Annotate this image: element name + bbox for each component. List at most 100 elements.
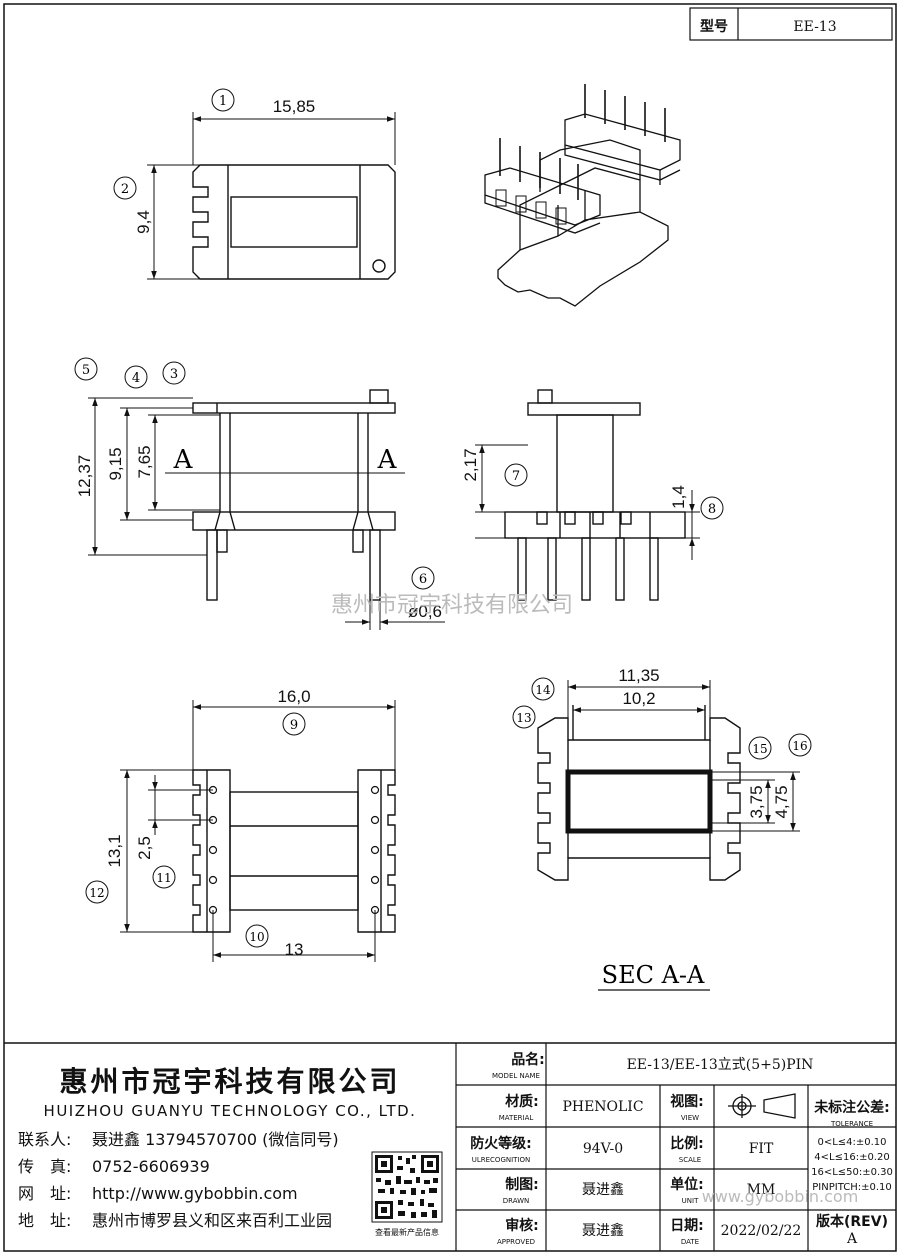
- dim-top-height: 9,4: [134, 210, 153, 234]
- tolerance-line-1: 0<L≤4:±0.10: [817, 1137, 886, 1148]
- callout-8: 8: [700, 496, 724, 520]
- svg-text:11: 11: [156, 871, 171, 885]
- titleblock-watermark: www.gybobbin.com: [702, 1187, 859, 1206]
- svg-text:8: 8: [708, 502, 716, 517]
- dim-front-base: 1,4: [669, 485, 688, 509]
- address-value: 惠州市博罗县义和区来百利工业园: [92, 1211, 332, 1230]
- svg-text:10: 10: [249, 930, 264, 944]
- scale-label: 比例:: [670, 1135, 704, 1152]
- callout-13: 13: [512, 705, 536, 729]
- contact-value: 聂进鑫 13794570700 (微信同号): [92, 1130, 339, 1149]
- revision-value: A: [846, 1231, 858, 1247]
- drawn-label: 制图:: [505, 1176, 539, 1193]
- drawn-sub: DRAWN: [503, 1197, 530, 1205]
- svg-text:15: 15: [752, 742, 767, 756]
- model-label: 型号: [700, 18, 728, 35]
- unit-label: 单位:: [670, 1176, 704, 1193]
- callout-15: 15: [748, 736, 772, 760]
- titleblock-grid: [455, 1043, 896, 1251]
- projection-symbol-icon: [728, 1093, 796, 1119]
- fax-value: 0752-6606939: [92, 1157, 210, 1176]
- callout-4: 4: [124, 365, 148, 389]
- tolerance-sub: TOLERANCE: [830, 1120, 873, 1128]
- callout-10: 10: [245, 924, 269, 948]
- callout-7: 7: [504, 463, 528, 487]
- svg-text:4: 4: [132, 371, 140, 386]
- unit-value: MM: [747, 1182, 776, 1198]
- dim-section-outer: 11,35: [618, 666, 659, 685]
- isometric-view: [484, 84, 681, 307]
- svg-text:6: 6: [419, 572, 427, 587]
- section-title: SEC A-A: [602, 961, 705, 989]
- callout-12: 12: [85, 880, 109, 904]
- product-name-value: EE-13/EE-13立式(5+5)PIN: [627, 1057, 814, 1073]
- callout-14: 14: [531, 677, 555, 701]
- section-core-window: [565, 769, 713, 834]
- bottom-view: [192, 769, 396, 933]
- dim-front-top: 2,17: [461, 448, 480, 481]
- unit-sub: UNIT: [682, 1197, 699, 1205]
- watermark: 惠州市冠宇科技有限公司: [331, 593, 573, 618]
- contact-label: 联系人:: [18, 1130, 71, 1149]
- bottom-view-dims: [120, 700, 396, 962]
- front-view-dims: [475, 444, 700, 560]
- qr-caption: 查看最新产品信息: [375, 1227, 439, 1237]
- callout-5: 5: [74, 357, 98, 381]
- dim-section-h1: 3,75: [747, 785, 766, 818]
- section-marker-left: A: [173, 445, 194, 475]
- drawing-frame: [3, 3, 897, 1252]
- web-label: 网 址:: [18, 1184, 71, 1203]
- svg-text:7: 7: [512, 469, 520, 484]
- scale-value: FIT: [749, 1141, 774, 1157]
- svg-text:16: 16: [792, 739, 807, 753]
- fax-label: 传 真:: [18, 1157, 71, 1176]
- material-sub: MATERIAL: [499, 1114, 534, 1122]
- side-view: [192, 389, 396, 601]
- tolerance-line-4: PINPITCH:±0.10: [812, 1182, 891, 1193]
- dim-pin-diameter: ø0,6: [408, 602, 442, 621]
- company-name-en: HUIZHOU GUANYU TECHNOLOGY CO., LTD.: [44, 1102, 417, 1120]
- callout-11: 11: [152, 865, 176, 889]
- svg-text:13: 13: [516, 711, 531, 725]
- callout-2: 2: [113, 176, 137, 200]
- dim-bottom-height: 13,1: [105, 834, 124, 867]
- fire-rating-label: 防火等级:: [470, 1135, 532, 1152]
- section-view-dims: [567, 680, 800, 832]
- callout-16: 16: [788, 733, 812, 757]
- dim-section-inner: 10,2: [622, 689, 655, 708]
- model-box: 型号 EE-13: [689, 7, 893, 41]
- svg-text:3: 3: [170, 367, 178, 382]
- scale-sub: SCALE: [679, 1156, 701, 1164]
- callout-9: 9: [282, 712, 306, 736]
- web-value[interactable]: http://www.gybobbin.com: [92, 1184, 298, 1203]
- product-name-label: 品名:: [511, 1051, 545, 1068]
- front-view: [504, 389, 686, 601]
- date-sub: DATE: [681, 1238, 699, 1246]
- top-view-dims: [147, 112, 396, 280]
- model-value: EE-13: [793, 19, 836, 35]
- view-label: 视图:: [670, 1093, 704, 1110]
- dim-side-inner: 7,65: [135, 445, 154, 478]
- tolerance-line-3: 16<L≤50:±0.30: [811, 1167, 893, 1178]
- svg-text:14: 14: [535, 683, 551, 697]
- svg-text:2: 2: [121, 182, 129, 197]
- approved-value: 聂进鑫: [582, 1222, 624, 1239]
- approved-sub: APPROVED: [497, 1238, 535, 1246]
- qr-code[interactable]: [371, 1151, 443, 1223]
- material-label: 材质:: [505, 1093, 539, 1110]
- svg-text:12: 12: [89, 886, 104, 900]
- top-view: [192, 164, 396, 280]
- dim-pin-span: 13: [285, 940, 304, 959]
- dim-side-mid: 9,15: [106, 447, 125, 480]
- fire-rating-value: 94V-0: [583, 1141, 623, 1157]
- dim-side-total: 12,37: [75, 455, 94, 498]
- material-value: PHENOLIC: [562, 1099, 643, 1115]
- company-name-cn: 惠州市冠宇科技有限公司: [59, 1065, 400, 1098]
- tolerance-title: 未标注公差:: [814, 1099, 890, 1116]
- drawn-value: 聂进鑫: [582, 1181, 624, 1198]
- dim-bottom-width: 16,0: [277, 687, 310, 706]
- dim-top-width: 15,85: [273, 97, 316, 116]
- callout-3: 3: [162, 361, 186, 385]
- dim-section-h2: 4,75: [772, 785, 791, 818]
